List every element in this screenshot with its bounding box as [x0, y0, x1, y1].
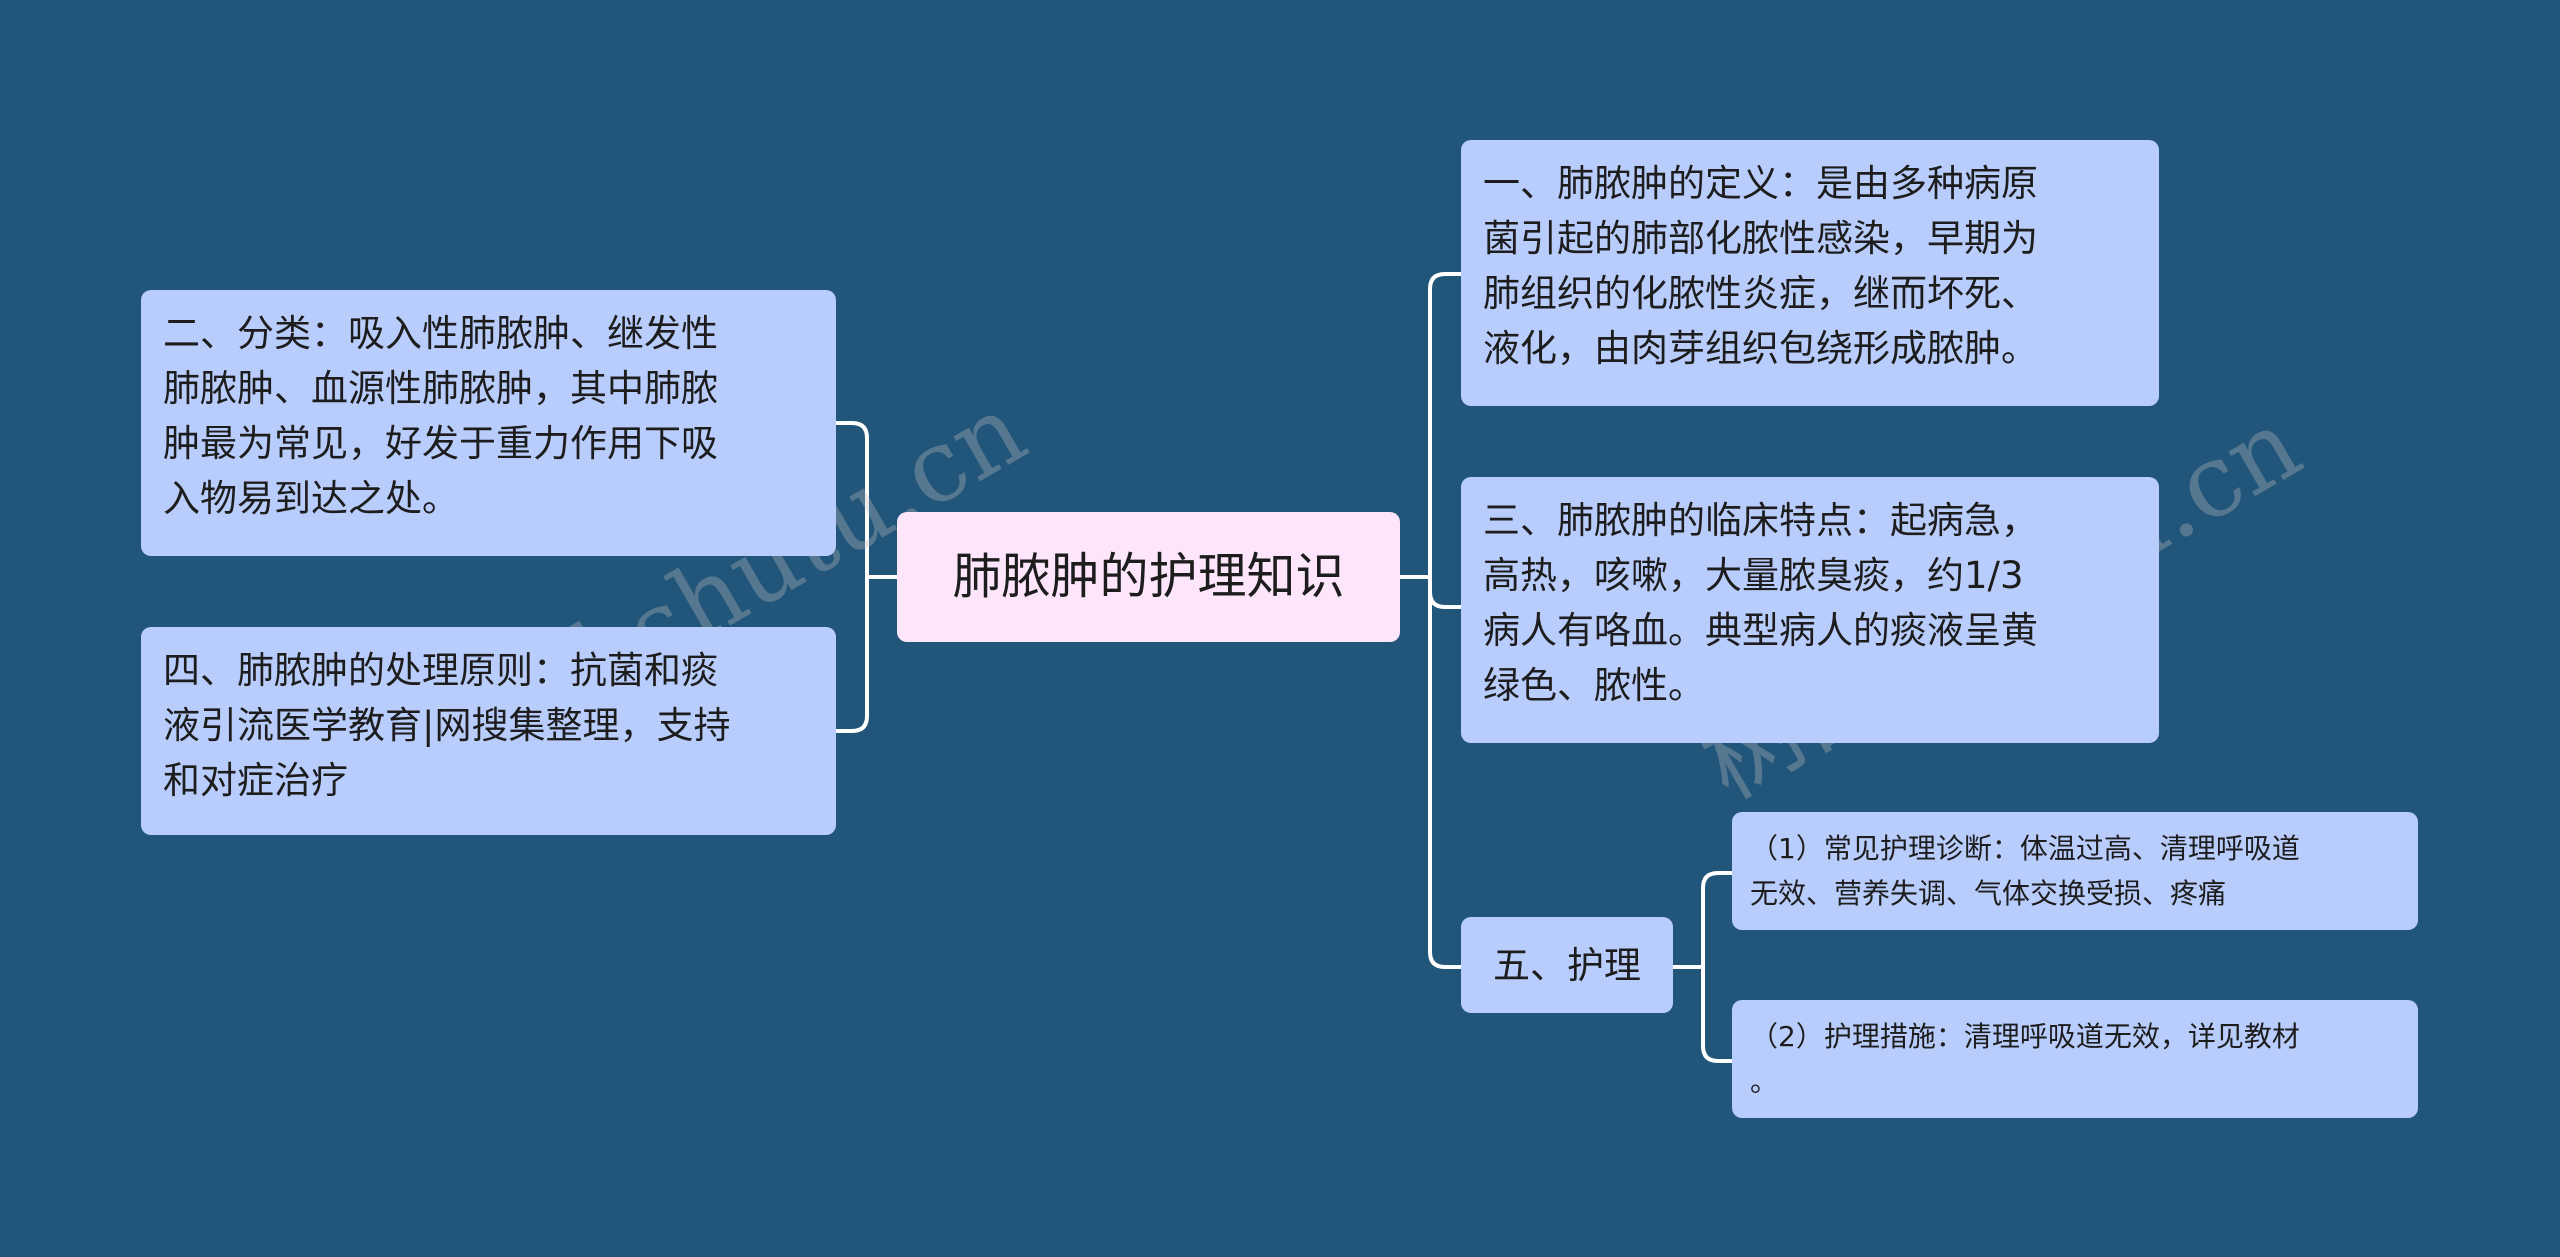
connector-left-branch-2 [834, 575, 869, 733]
central-topic[interactable]: 肺脓肿的护理知识 [897, 512, 1400, 642]
connector-right-branch-3 [1428, 575, 1463, 969]
connector-right-branch-2 [1428, 575, 1463, 609]
connector-nursing-child-2 [1701, 965, 1734, 1063]
connector-nursing-child-1 [1701, 871, 1734, 969]
connector-left-branch-1 [834, 421, 869, 579]
topic-clinical-features[interactable]: 三、肺脓肿的临床特点：起病急， 高热，咳嗽，大量脓臭痰，约1/3 病人有咯血。典… [1461, 477, 2159, 743]
topic-treatment-principles[interactable]: 四、肺脓肿的处理原则：抗菌和痰 液引流医学教育|网搜集整理，支持 和对症治疗 [141, 627, 836, 835]
subtopic-nursing-diagnosis[interactable]: （1）常见护理诊断：体温过高、清理呼吸道 无效、营养失调、气体交换受损、疼痛 [1732, 812, 2418, 930]
subtopic-nursing-measures[interactable]: （2）护理措施：清理呼吸道无效，详见教材 。 [1732, 1000, 2418, 1118]
topic-nursing[interactable]: 五、护理 [1461, 917, 1673, 1013]
topic-definition[interactable]: 一、肺脓肿的定义：是由多种病原 菌引起的肺部化脓性感染，早期为 肺组织的化脓性炎… [1461, 140, 2159, 406]
topic-classification[interactable]: 二、分类：吸入性肺脓肿、继发性 肺脓肿、血源性肺脓肿，其中肺脓 肿最为常见，好发… [141, 290, 836, 556]
connector-right-branch-1 [1428, 272, 1463, 579]
